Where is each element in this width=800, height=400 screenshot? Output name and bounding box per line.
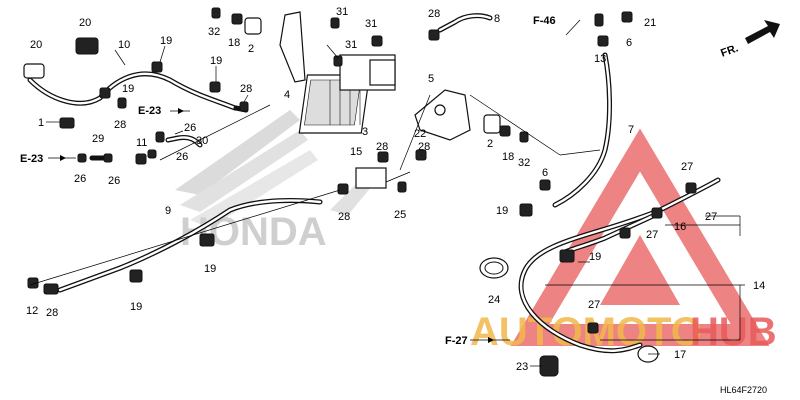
callout-22: 22 <box>414 128 426 140</box>
diagram-code: HL64F2720 <box>720 385 767 395</box>
ref-f46: F-46 <box>533 15 556 27</box>
callout-15: 15 <box>350 146 362 158</box>
callout-6-a: 6 <box>542 167 548 179</box>
callout-19-a: 19 <box>122 83 134 95</box>
callout-1: 1 <box>38 117 44 129</box>
callout-12: 12 <box>26 305 38 317</box>
callout-7: 7 <box>628 124 634 136</box>
callout-28-f: 28 <box>338 211 350 223</box>
callout-2-b: 2 <box>487 138 493 150</box>
callout-28-a: 28 <box>114 119 126 131</box>
ref-e23-upper: E-23 <box>138 105 161 117</box>
callout-19-d: 19 <box>130 301 142 313</box>
callout-19-c: 19 <box>204 263 216 275</box>
callout-28-e: 28 <box>240 83 252 95</box>
clamp-24 <box>479 257 509 279</box>
callout-8: 8 <box>494 13 500 25</box>
ref-f27: F-27 <box>445 335 468 347</box>
callout-30: 30 <box>196 135 208 147</box>
grommet-20a <box>75 37 99 55</box>
callout-17: 17 <box>674 349 686 361</box>
callout-14: 14 <box>753 280 765 292</box>
callout-11: 11 <box>136 137 147 149</box>
reference-arrows <box>48 19 581 343</box>
callout-19-b: 19 <box>210 55 222 67</box>
callout-28-c: 28 <box>418 141 430 153</box>
callout-24: 24 <box>488 294 500 306</box>
callout-26-d: 26 <box>108 175 120 187</box>
callout-2-a: 2 <box>248 43 254 55</box>
clamp-23 <box>539 355 559 377</box>
callout-18-b: 18 <box>502 151 514 163</box>
honda-wing-logo <box>175 110 372 228</box>
small-clips <box>27 7 697 334</box>
stay-4 <box>279 11 306 83</box>
callout-3: 3 <box>362 126 368 138</box>
callout-18-a: 18 <box>228 37 240 49</box>
callout-5: 5 <box>428 73 434 85</box>
callout-32-a: 32 <box>208 26 220 38</box>
callout-26-b: 26 <box>176 151 188 163</box>
callout-29: 29 <box>92 133 104 145</box>
callout-31-b: 31 <box>365 18 377 30</box>
callout-6-b: 6 <box>626 37 632 49</box>
callout-19-e: 19 <box>496 205 508 217</box>
clip-20b <box>23 63 45 79</box>
callout-19-top: 19 <box>160 35 172 47</box>
callout-27-c: 27 <box>646 229 658 241</box>
callout-28-b: 28 <box>428 8 440 20</box>
callout-10: 10 <box>118 39 130 51</box>
callout-28-d: 28 <box>376 141 388 153</box>
callout-21: 21 <box>644 17 656 29</box>
solenoid-15 <box>355 167 387 189</box>
callout-31-a: 31 <box>336 6 348 18</box>
callout-27-d: 27 <box>588 299 600 311</box>
callout-23: 23 <box>516 361 528 373</box>
callout-4: 4 <box>284 89 290 101</box>
stay-5 <box>414 89 471 141</box>
ref-e23-lower: E-23 <box>20 153 43 165</box>
callout-26-c: 26 <box>74 173 86 185</box>
callout-26-a: 26 <box>184 122 196 134</box>
canister-bracket <box>339 54 396 91</box>
callout-9: 9 <box>165 205 171 217</box>
callout-25: 25 <box>394 209 406 221</box>
front-direction-arrow-icon <box>745 20 780 44</box>
hose-paths <box>27 13 721 354</box>
mount-rubber-2b <box>483 114 501 134</box>
front-direction-label: FR. <box>719 42 740 59</box>
callout-20-left: 20 <box>30 39 42 51</box>
honda-logo-text: HONDA <box>180 210 327 254</box>
watermark-text-hub: HUB <box>690 310 777 354</box>
callout-27-b: 27 <box>705 211 717 223</box>
callout-20-top: 20 <box>79 17 91 29</box>
callout-27-a: 27 <box>681 161 693 173</box>
callout-13: 13 <box>594 53 606 65</box>
callout-16: 16 <box>674 221 686 233</box>
leader-lines <box>29 44 745 367</box>
callout-31-c: 31 <box>345 39 357 51</box>
callout-28-g: 28 <box>46 307 58 319</box>
callout-32-b: 32 <box>518 157 530 169</box>
mount-rubber-2a <box>244 17 262 35</box>
callout-19-f: 19 <box>589 251 601 263</box>
